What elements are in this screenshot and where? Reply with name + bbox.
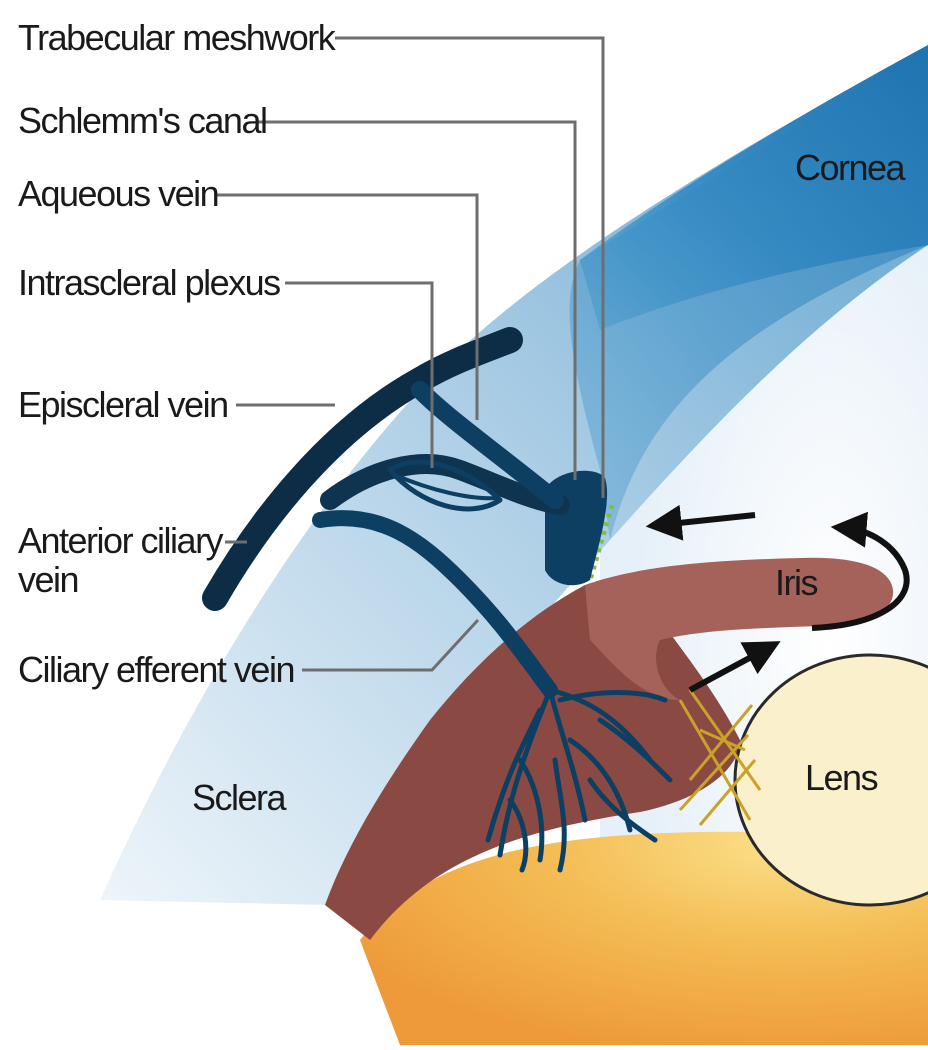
- label-aqueous-vein: Aqueous vein: [18, 173, 218, 214]
- label-lens: Lens: [805, 757, 878, 798]
- label-anterior-ciliary-line2: vein: [18, 559, 78, 600]
- label-ciliary-efferent-vein: Ciliary efferent vein: [18, 649, 294, 690]
- label-anterior-ciliary-line1: Anterior ciliary: [18, 520, 224, 561]
- label-trabecular-meshwork: Trabecular meshwork: [18, 17, 337, 58]
- label-iris: Iris: [775, 562, 817, 603]
- label-sclera: Sclera: [192, 777, 288, 818]
- label-cornea: Cornea: [795, 147, 907, 188]
- label-intrascleral-plexus: Intrascleral plexus: [18, 262, 280, 303]
- label-episcleral-vein: Episcleral vein: [18, 384, 228, 425]
- label-schlemms-canal: Schlemm's canal: [18, 100, 266, 141]
